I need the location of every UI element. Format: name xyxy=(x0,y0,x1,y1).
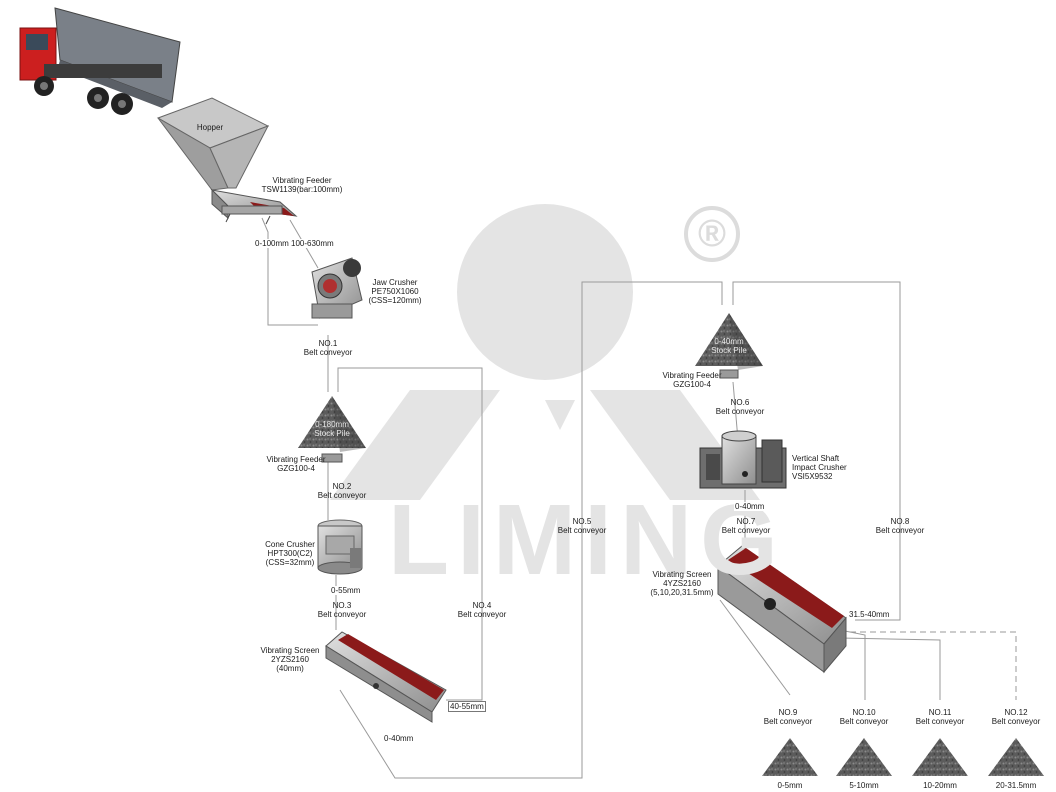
conveyor-no1-label: NO.1 Belt conveyor xyxy=(303,339,353,357)
product-label-3: 10-20mm xyxy=(923,781,957,790)
size-100-630: 100-630mm xyxy=(290,239,335,248)
size-31-5-40: 31.5-40mm xyxy=(848,610,891,619)
product-label-4: 20-31.5mm xyxy=(995,781,1037,790)
stock-pile-1-label: 0-180mm Stock Pile xyxy=(314,420,350,438)
conveyor-no3-label: NO.3 Belt conveyor xyxy=(317,601,367,619)
stock-pile-1 xyxy=(298,396,366,463)
screen-1-label: Vibrating Screen 2YZS2160 (40mm) xyxy=(260,646,320,673)
vibrating-screen-2 xyxy=(717,545,847,674)
jaw-crusher-label: Jaw Crusher PE750X1060 (CSS=120mm) xyxy=(368,278,422,305)
dump-truck xyxy=(19,7,181,115)
product-pile-4 xyxy=(988,738,1044,776)
conveyor-no9-label: NO.9 Belt conveyor xyxy=(763,708,813,726)
vsi-label: Vertical Shaft Impact Crusher VSI5X9532 xyxy=(792,454,847,481)
vsi-crusher xyxy=(699,430,787,489)
feeder-1-label: Vibrating Feeder GZG100-4 xyxy=(266,455,326,473)
conveyor-no2-label: NO.2 Belt conveyor xyxy=(317,482,367,500)
watermark-brand: LIMING xyxy=(388,484,786,596)
cone-crusher xyxy=(317,519,363,575)
stock-pile-2 xyxy=(695,313,763,379)
vibrating-feeder-main-label: Vibrating Feeder TSW1139(bar:100mm) xyxy=(261,176,343,194)
conveyor-no7-label: NO.7 Belt conveyor xyxy=(721,517,771,535)
registered-mark: ® xyxy=(684,206,740,262)
product-pile-3 xyxy=(912,738,968,776)
vibrating-feeder-main xyxy=(210,188,298,225)
flow-lines xyxy=(261,217,1017,779)
product-pile-1 xyxy=(762,738,818,776)
conveyor-no6-label: NO.6 Belt conveyor xyxy=(715,398,765,416)
size-0-40-a: 0-40mm xyxy=(383,734,415,743)
screen-2-label: Vibrating Screen 4YZS2160 (5,10,20,31.5m… xyxy=(650,570,714,597)
vibrating-screen-1 xyxy=(325,631,447,723)
jaw-crusher xyxy=(311,257,363,319)
size-0-55: 0-55mm xyxy=(330,586,362,595)
hopper xyxy=(156,97,270,191)
cone-crusher-label: Cone Crusher HPT300(C2) (CSS=32mm) xyxy=(265,540,315,567)
stock-pile-2-label: 0-40mm Stock Pile xyxy=(711,337,747,355)
hopper-label: Hopper xyxy=(196,123,224,132)
conveyor-no11-label: NO.11 Belt conveyor xyxy=(915,708,965,726)
product-label-1: 0-5mm xyxy=(777,781,803,790)
conveyor-no8-label: NO.8 Belt conveyor xyxy=(875,517,925,535)
feeder-2-label: Vibrating Feeder GZG100-4 xyxy=(662,371,722,389)
size-0-40-b: 0-40mm xyxy=(734,502,766,511)
conveyor-no5-label: NO.5 Belt conveyor xyxy=(557,517,607,535)
product-pile-2 xyxy=(836,738,892,776)
conveyor-no12-label: NO.12 Belt conveyor xyxy=(991,708,1041,726)
size-40-55: 40-55mm xyxy=(448,701,486,712)
size-0-100: 0-100mm xyxy=(254,239,290,248)
conveyor-no10-label: NO.10 Belt conveyor xyxy=(839,708,889,726)
product-label-2: 5-10mm xyxy=(849,781,879,790)
conveyor-no4-label: NO.4 Belt conveyor xyxy=(457,601,507,619)
